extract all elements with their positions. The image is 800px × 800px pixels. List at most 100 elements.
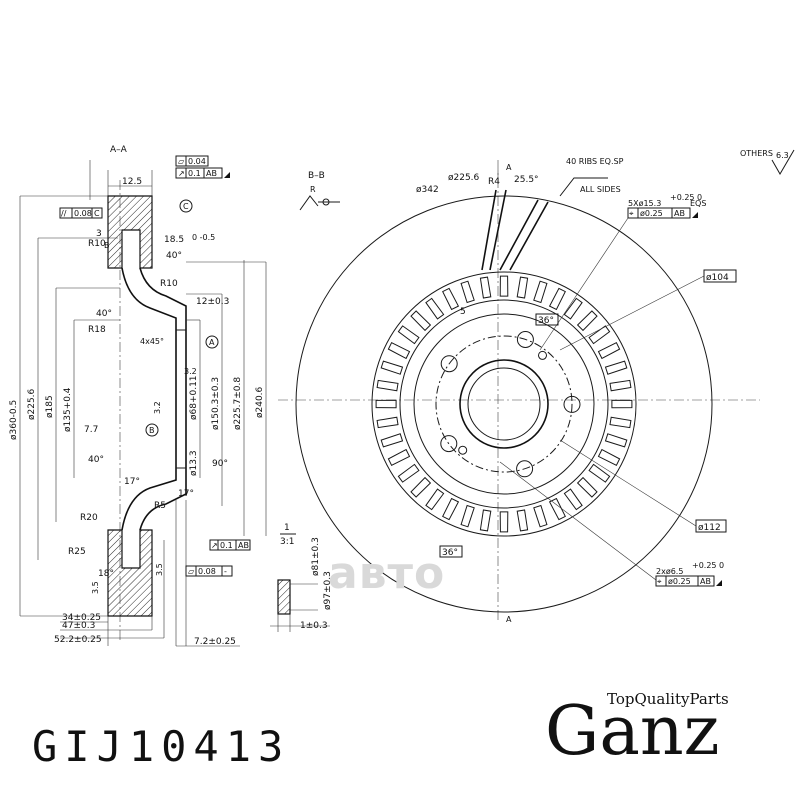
dim-hat-depth: 18.5 <box>164 235 184 245</box>
cooling-rib <box>376 416 399 429</box>
dim-d240: ø240.6 <box>255 386 265 418</box>
dim-h72: 7.2±0.25 <box>194 637 236 647</box>
bolt-holes <box>440 331 581 478</box>
svg-text:0.04: 0.04 <box>188 157 206 166</box>
front-view: A A 40 RIBS EQ.SP ALL SIDES ø342 ø225.6 … <box>278 157 760 624</box>
dim-d13: ø13.3 <box>189 450 199 476</box>
cooling-rib <box>609 416 632 429</box>
cooling-rib <box>548 287 566 311</box>
label-d112: ø112 <box>698 523 721 533</box>
rough-35a: 3.5 <box>91 581 100 594</box>
cooling-rib <box>479 509 492 532</box>
dim-d360: ø360-0.5 <box>9 400 19 440</box>
label-a25: 25.5° <box>514 175 539 185</box>
cooling-rib <box>588 463 611 483</box>
detail-scale-top: 1 <box>284 523 290 533</box>
dim-offset: 3 <box>96 229 102 239</box>
tolerance-frame-flatness: ▱ 0.04 <box>175 155 209 167</box>
cooling-rib <box>380 433 404 448</box>
svg-text:C: C <box>94 209 100 218</box>
dim-h52: 52.2±0.25 <box>54 635 102 645</box>
label-angle-17b: 17° <box>178 489 194 499</box>
cooling-rib <box>376 379 399 392</box>
section-bb: B–B R <box>299 171 340 211</box>
cooling-rib <box>597 342 621 360</box>
dim-d68: ø68+0.11 <box>189 375 199 420</box>
dim-hat-tol: 0 -0.5 <box>192 233 215 242</box>
rough-32a: 3.2 <box>184 367 197 376</box>
cooling-rib <box>533 504 548 528</box>
cooling-rib <box>397 463 420 483</box>
label-angle-17a: 17° <box>124 477 140 487</box>
dim-thickness: 12.5 <box>122 177 142 187</box>
label-r4: R4 <box>488 177 500 187</box>
label-holes2-tol: +0.25 0 <box>692 561 724 570</box>
label-r25: R25 <box>68 547 86 557</box>
label-a36a: 36° <box>538 316 554 326</box>
svg-text:AB: AB <box>206 169 217 178</box>
svg-text:-: - <box>224 567 227 576</box>
svg-text:0.1: 0.1 <box>220 541 233 550</box>
frame-36b <box>439 545 463 558</box>
others-roughness: OTHERS 6.3 <box>740 149 795 175</box>
center-bore-inner <box>467 367 541 441</box>
label-r10-mid: R10 <box>160 279 178 289</box>
label-r10-top: R10 <box>88 239 106 249</box>
svg-text:▱: ▱ <box>178 157 185 166</box>
cooling-rib <box>380 360 404 375</box>
section-bb-r: R <box>310 185 316 194</box>
cooling-rib <box>548 497 566 521</box>
label-holes5-tol: +0.25 0 <box>670 193 702 202</box>
position-frame-5: ⌖ ø0.25 AB <box>627 207 698 219</box>
label-a36b: 36° <box>442 548 458 558</box>
label-angle-40c: 40° <box>88 455 104 465</box>
label-ribs: 40 RIBS EQ.SP <box>566 157 624 166</box>
detail-scale-bottom: 3:1 <box>280 537 294 547</box>
cooling-rib <box>375 399 397 409</box>
cooling-rib <box>499 275 509 297</box>
detail-section <box>277 579 291 615</box>
tolerance-frame-parallel: // 0.08 C <box>59 207 103 219</box>
svg-text:▱: ▱ <box>188 567 195 576</box>
svg-text:0.08: 0.08 <box>198 567 216 576</box>
svg-text:0.08: 0.08 <box>74 209 92 218</box>
label-r5: R5 <box>154 501 166 511</box>
cooling-rib <box>425 297 445 320</box>
dim-h34: 34±0.25 <box>62 613 101 623</box>
rough-35b: 3.5 <box>155 563 164 576</box>
label-d342: ø342 <box>416 185 439 195</box>
svg-text://: // <box>61 209 67 218</box>
label-dim5: 5 <box>460 307 466 317</box>
label-chamfer: 4x45° <box>140 337 164 346</box>
section-bb-title: B–B <box>308 171 325 181</box>
cooling-rib <box>597 448 621 466</box>
datum-b-marker <box>145 423 159 437</box>
position-frame-2: ⌖ ø0.25 AB <box>655 575 722 587</box>
rough-32b: 3.2 <box>153 401 162 414</box>
label-angle-90: 90° <box>212 459 228 469</box>
svg-text:0.1: 0.1 <box>188 169 201 178</box>
frame-36a <box>535 313 559 326</box>
tolerance-frame-flatness-bottom: ▱ 0.08 - <box>185 565 233 577</box>
rib-inner-circle <box>399 299 609 509</box>
cooling-rib <box>576 476 598 498</box>
bolt-circle <box>435 335 573 473</box>
front-section-a-top: A <box>506 163 512 172</box>
label-r18: R18 <box>88 325 106 335</box>
cooling-rib <box>387 448 411 466</box>
cooling-rib <box>460 280 475 304</box>
tolerance-frame-runout-bottom: ↗ 0.1 AB <box>209 539 251 551</box>
section-aa: A–A <box>9 145 267 647</box>
rib-outer-circle <box>371 271 637 537</box>
locating-hole <box>458 445 468 455</box>
detail-view: 1 3:1 ø81±0.3 ø97±0.3 1±0.3 <box>270 523 333 632</box>
cooling-rib <box>442 287 460 311</box>
cooling-rib <box>533 280 548 304</box>
datum-a-label: A <box>209 338 215 347</box>
section-bb-arrow <box>299 195 319 211</box>
locating-hole <box>538 350 547 360</box>
cooling-rib <box>563 488 583 511</box>
hat-profile <box>121 267 177 531</box>
cooling-rib <box>397 325 420 345</box>
